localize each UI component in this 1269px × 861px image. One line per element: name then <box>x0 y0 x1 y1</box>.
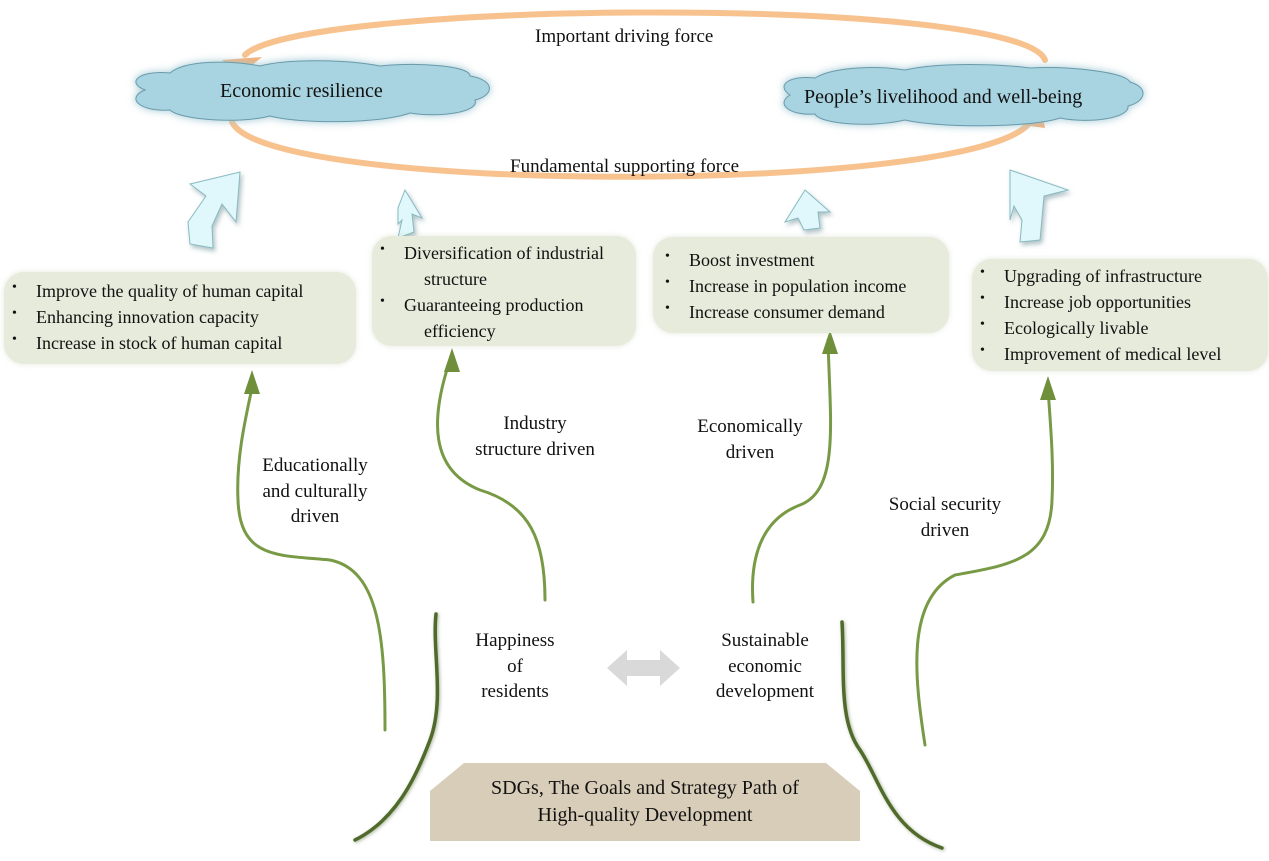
peoples-livelihood-label: People’s livelihood and well-being <box>804 86 1083 108</box>
label-line: economic <box>728 655 802 677</box>
driver-arrow-economic <box>751 338 833 604</box>
list-item: Increase in stock of human capital <box>6 330 356 356</box>
list-item: Ecologically livable <box>974 315 1268 341</box>
up-arrow-4-icon <box>1009 169 1070 243</box>
list-item: Increase job opportunities <box>974 289 1268 315</box>
cloud-peoples-livelihood <box>783 64 1144 127</box>
arrowhead-up-icon <box>244 370 260 394</box>
label-line: structure driven <box>475 438 595 460</box>
label-line: development <box>715 681 815 703</box>
driver-label-educational: Educationally and culturally driven <box>250 453 380 530</box>
list-item: Increase consumer demand <box>659 299 949 325</box>
box-economic: Boost investment Increase in population … <box>653 237 949 333</box>
label-line: driven <box>725 441 775 463</box>
label-line: residents <box>481 681 549 703</box>
driver-arrow-social <box>915 386 1055 747</box>
label-line: Happiness <box>475 630 555 651</box>
arrowhead-up-icon <box>444 348 460 372</box>
list-item: Diversification of industrial <box>374 240 636 266</box>
driver-arrow-industry <box>436 358 547 602</box>
label-line: Industry <box>503 413 567 434</box>
label-line: Educationally <box>262 455 368 476</box>
label-line: driven <box>920 519 970 541</box>
list-item-continued: efficiency <box>424 321 496 342</box>
list-item: Guaranteeing production <box>374 292 636 318</box>
arrowhead-up-icon <box>1040 376 1056 400</box>
list-item: Enhancing innovation capacity <box>6 304 356 330</box>
up-arrow-3-icon <box>783 189 832 231</box>
label-line: Sustainable <box>721 630 809 651</box>
label-line: and culturally <box>262 480 368 502</box>
list-item: Increase in population income <box>659 273 949 299</box>
list-item-continued: structure <box>424 269 487 290</box>
driver-label-industry: Industry structure driven <box>455 411 615 462</box>
economic-resilience-label: Economic resilience <box>220 80 383 102</box>
bidirectional-arrow-icon <box>607 650 680 686</box>
base-line-2: High-quality Development <box>537 804 753 826</box>
box-industrial-structure: Diversification of industrial structure … <box>372 236 636 346</box>
label-line: Economically <box>697 416 803 437</box>
driver-arrow-educational <box>236 386 387 732</box>
arrowhead-up-icon <box>822 330 838 354</box>
list-item: Boost investment <box>659 247 949 273</box>
label-line: Social security <box>888 494 1002 515</box>
fundamental-supporting-force-arrow <box>229 119 1033 180</box>
list-item: Improve the quality of human capital <box>6 278 356 304</box>
box-social: Upgrading of infrastructure Increase job… <box>972 259 1268 371</box>
happiness-of-residents-label: Happiness of residents <box>455 628 575 705</box>
up-arrow-1-icon <box>187 171 241 249</box>
label-line: driven <box>290 506 340 528</box>
important-driving-force-arrow <box>242 9 1048 63</box>
cloud-economic-resilience <box>135 60 490 123</box>
up-arrow-2-icon <box>397 188 424 239</box>
driver-label-social: Social security driven <box>870 492 1020 543</box>
fundamental-supporting-force-label: Fundamental supporting force <box>510 156 740 177</box>
frame-curve-right <box>840 620 944 850</box>
sdgs-foundation-block: SDGs, The Goals and Strategy Path of Hig… <box>430 763 860 841</box>
list-item: Improvement of medical level <box>974 341 1268 367</box>
box-human-capital: Improve the quality of human capital Enh… <box>4 272 356 364</box>
list-item: Upgrading of infrastructure <box>974 263 1268 289</box>
frame-curve-left <box>353 612 440 842</box>
base-line-1: SDGs, The Goals and Strategy Path of <box>491 777 799 799</box>
label-line: of <box>507 655 523 677</box>
sustainable-economic-development-label: Sustainable economic development <box>695 628 835 705</box>
driver-label-economic: Economically driven <box>680 414 820 465</box>
important-driving-force-label: Important driving force <box>535 26 714 47</box>
